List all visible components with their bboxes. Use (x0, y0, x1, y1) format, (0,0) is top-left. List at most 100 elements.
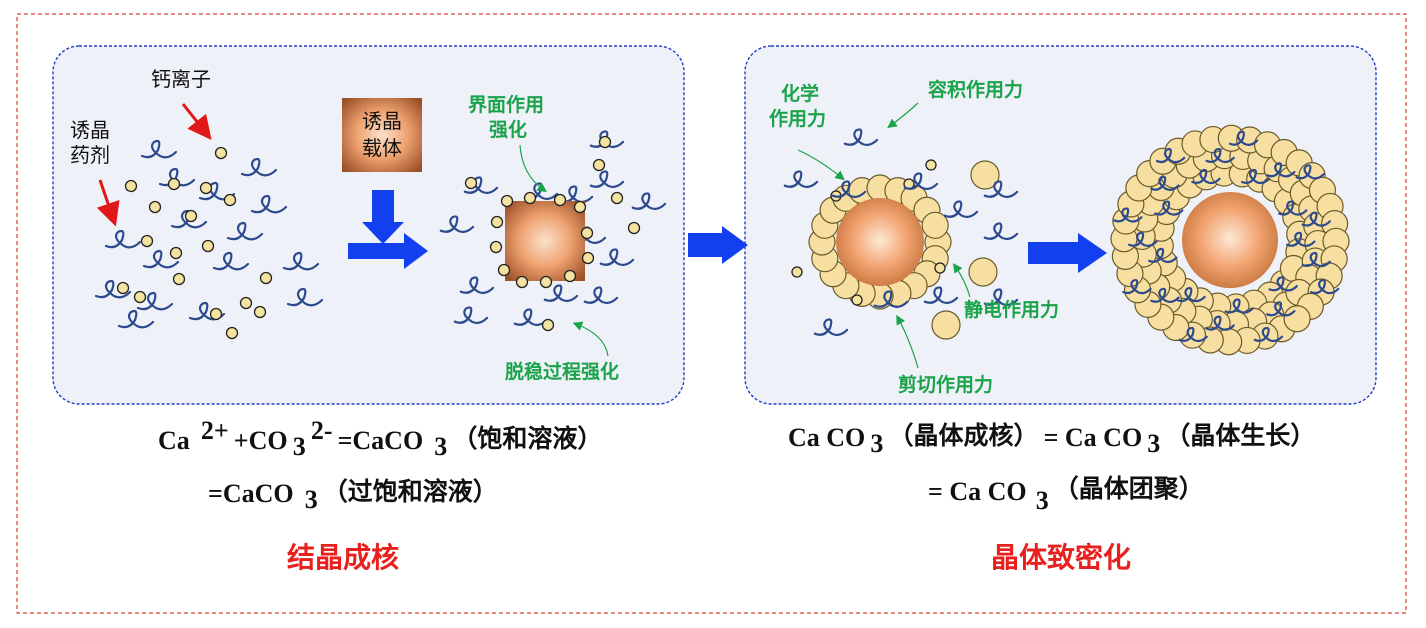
agent-molecule (439, 215, 475, 234)
agent-molecule (513, 308, 549, 327)
calcium-ion (140, 234, 154, 248)
calcium-ion (199, 181, 213, 195)
agent-molecule (813, 318, 849, 337)
electrostatic-force-label: 静电作用力 (964, 298, 1059, 321)
agent-molecule (923, 286, 959, 305)
calcium-ion (580, 226, 594, 240)
destabilize-label: 脱稳过程强化 (505, 360, 619, 383)
carrier-label-line1: 诱晶 (362, 109, 402, 133)
down-arrow-icon (362, 190, 404, 244)
agent-molecule (170, 209, 208, 229)
agent-molecule (1205, 147, 1235, 164)
crystal-core (836, 198, 924, 286)
agent-molecule (463, 176, 499, 195)
calcium-ion (553, 193, 567, 207)
calcium-ion (539, 275, 553, 289)
agglomeration-arrow-icon (1028, 233, 1107, 273)
agent-molecule (286, 287, 324, 307)
calcium-ion (253, 305, 267, 319)
agent-molecule (104, 229, 142, 249)
agent-molecule (282, 251, 320, 271)
agent-molecule (1278, 200, 1308, 216)
agent-molecule (1148, 247, 1178, 264)
crystal-ion (1283, 305, 1311, 333)
calcium-ion (573, 200, 587, 214)
shear-force-pointer (896, 314, 919, 369)
calcium-ion (184, 209, 198, 223)
agent-molecule (1176, 287, 1206, 303)
agent-molecule (1266, 301, 1296, 317)
agent-molecule (1178, 326, 1208, 343)
agent-molecule (631, 192, 667, 211)
inducing-agent-molecules (94, 130, 667, 329)
agent-molecule (453, 306, 489, 325)
agent-molecule (94, 279, 132, 299)
agent-molecule (240, 157, 278, 177)
carrier-label-line2: 载体 (362, 136, 402, 160)
agent-molecule (983, 180, 1019, 199)
nucleated-crystal (783, 128, 1019, 340)
right-arrow-icon (348, 233, 428, 269)
agent-molecule (1122, 279, 1152, 295)
agent-molecule (188, 301, 226, 321)
transition-arrow-icon (688, 226, 748, 264)
calcium-ion (124, 179, 138, 193)
volume-force-pointer (887, 102, 919, 129)
calcium-ion (489, 240, 503, 254)
agent-molecule (1268, 276, 1298, 292)
calcium-ion (148, 200, 162, 214)
agglomerated-crystal (1110, 124, 1350, 356)
calcium-ion (791, 266, 803, 278)
agent-pointer (96, 179, 120, 227)
calcium-ion (934, 262, 946, 274)
calcium-ion (116, 281, 130, 295)
shear-force-label: 剪切作用力 (898, 373, 993, 396)
calcium-ion (133, 290, 147, 304)
agent-molecule (1301, 211, 1331, 227)
outer-frame (16, 13, 1407, 614)
calcium-ion (563, 269, 577, 283)
calcium-ion (925, 159, 937, 171)
nucleation-stage-label: 结晶成核 (287, 541, 399, 574)
calcium-ion (172, 272, 186, 286)
agent-molecule (1154, 200, 1184, 216)
destabilize-pointer (572, 321, 609, 357)
right-equation-line1: Ca CO 3 （晶体成核） = Ca CO 3 （晶体生长） (788, 421, 1315, 458)
calcium-ion-pointer (181, 103, 212, 141)
agent-molecule (1150, 175, 1180, 191)
agent-molecule (1266, 162, 1296, 178)
free-ion (970, 160, 1000, 190)
calcium-ion (169, 246, 183, 260)
agent-molecule (117, 309, 155, 329)
agent-molecule (873, 290, 909, 309)
calcium-ion (464, 176, 478, 190)
agent-molecule (1309, 279, 1340, 295)
agent-molecule (983, 222, 1019, 241)
densification-stage-label: 晶体致密化 (991, 541, 1131, 574)
agent-molecule (226, 221, 264, 241)
agent-molecule (142, 249, 180, 269)
crystal-core (1182, 192, 1278, 288)
calcium-ions (116, 146, 273, 340)
right-equation-line2: = Ca CO 3 （晶体团聚） (928, 474, 1204, 515)
calcium-ion (598, 135, 612, 149)
agent-molecule (1155, 147, 1186, 164)
agent-molecule (543, 284, 579, 303)
agent-molecule (1128, 231, 1158, 247)
agent-molecule (136, 291, 174, 311)
agent-molecule (1150, 287, 1180, 303)
calcium-ion (259, 271, 273, 285)
calcium-ion (209, 307, 223, 321)
interface-label-line2: 强化 (489, 118, 527, 141)
free-ion (931, 310, 961, 340)
agent-molecule (1295, 164, 1325, 180)
agent-molecule (1286, 231, 1316, 247)
chemical-force-label-line2: 作用力 (769, 107, 826, 130)
agent-molecule (583, 286, 619, 305)
calcium-ion (497, 263, 511, 277)
agent-molecule (983, 288, 1019, 307)
interface-label-line1: 界面作用 (468, 93, 544, 116)
calcium-ion (500, 194, 514, 208)
calcium-ion (490, 215, 504, 229)
